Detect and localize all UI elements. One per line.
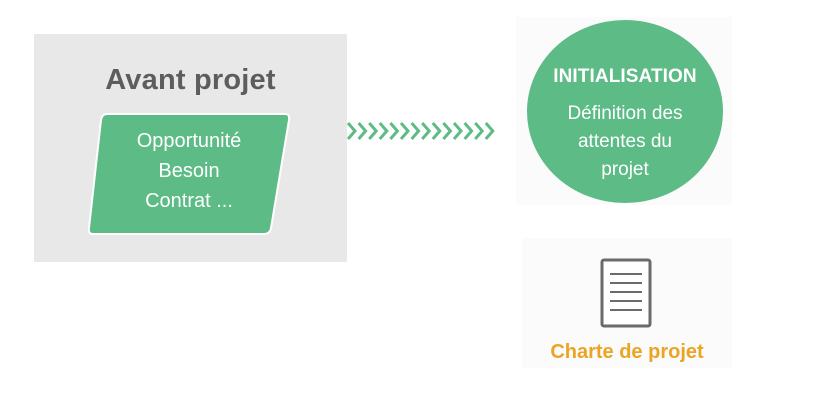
chevron-mark — [378, 122, 389, 140]
charte-label: Charte de projet — [550, 341, 704, 363]
init-line-1: Définition des — [567, 103, 683, 124]
parallelogram-shape — [87, 113, 291, 235]
avant-projet-panel: Avant projet Opportunité Besoin Contrat … — [34, 34, 347, 262]
avant-projet-title: Avant projet — [105, 64, 276, 96]
chevron-mark — [421, 122, 432, 140]
document-icon — [600, 258, 652, 328]
chevron-mark — [474, 122, 485, 140]
item-besoin: Besoin — [158, 160, 220, 182]
chevron-mark — [484, 122, 495, 140]
initialisation-circle: INITIALISATION Définition des attentes d… — [527, 20, 723, 203]
initialisation-title: INITIALISATION — [553, 66, 697, 87]
initialisation-description: Définition des attentes du projet — [527, 100, 723, 184]
chevron-mark — [452, 122, 463, 140]
avant-projet-parallelogram: Opportunité Besoin Contrat ... — [87, 112, 291, 236]
avant-projet-items: Opportunité Besoin Contrat ... — [87, 126, 291, 216]
item-opportunite: Opportunité — [136, 130, 242, 152]
chevron-mark — [346, 122, 357, 140]
charte-panel: Charte de projet — [522, 238, 732, 368]
chevron-arrows-icon — [346, 122, 495, 140]
chevron-mark — [442, 122, 453, 140]
chevron-mark — [357, 122, 368, 140]
chevron-mark — [463, 122, 474, 140]
chevron-mark — [431, 122, 442, 140]
chevron-mark — [368, 122, 379, 140]
chevron-mark — [399, 122, 410, 140]
item-contrat: Contrat ... — [145, 190, 233, 212]
chevron-mark — [410, 122, 421, 140]
init-line-2: attentes du — [577, 131, 673, 152]
chevron-mark — [389, 122, 400, 140]
init-line-3: projet — [601, 159, 649, 180]
